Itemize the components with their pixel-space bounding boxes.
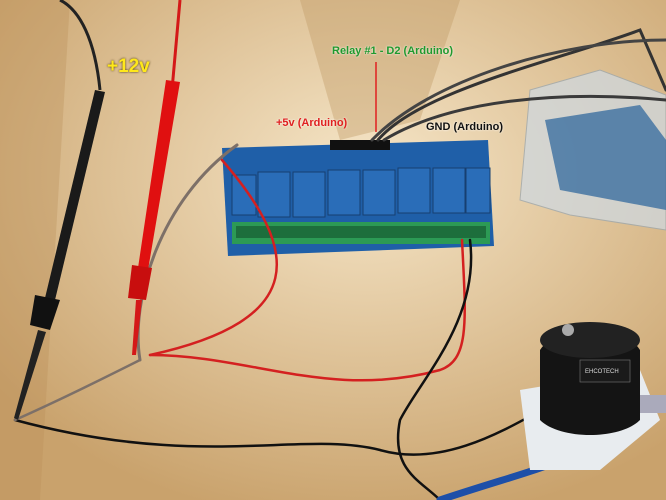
red-probe	[128, 0, 182, 355]
solenoid-valve: EHCOTECH	[520, 322, 666, 470]
header-pins	[330, 140, 390, 150]
svg-text:EHCOTECH: EHCOTECH	[585, 369, 619, 375]
arduino-case	[519, 69, 666, 231]
relay-blocks	[231, 167, 491, 218]
screw-terminals	[232, 222, 490, 244]
label-relay1-d2: Relay #1 - D2 (Arduino)	[332, 45, 454, 57]
relay-board	[222, 140, 494, 256]
shadow	[300, 0, 460, 140]
label-plus-12v: +12v	[107, 56, 150, 77]
label-gnd: GND (Arduino)	[426, 121, 503, 133]
label-plus-5v: +5v (Arduino)	[276, 117, 348, 129]
black-probe	[14, 0, 105, 420]
